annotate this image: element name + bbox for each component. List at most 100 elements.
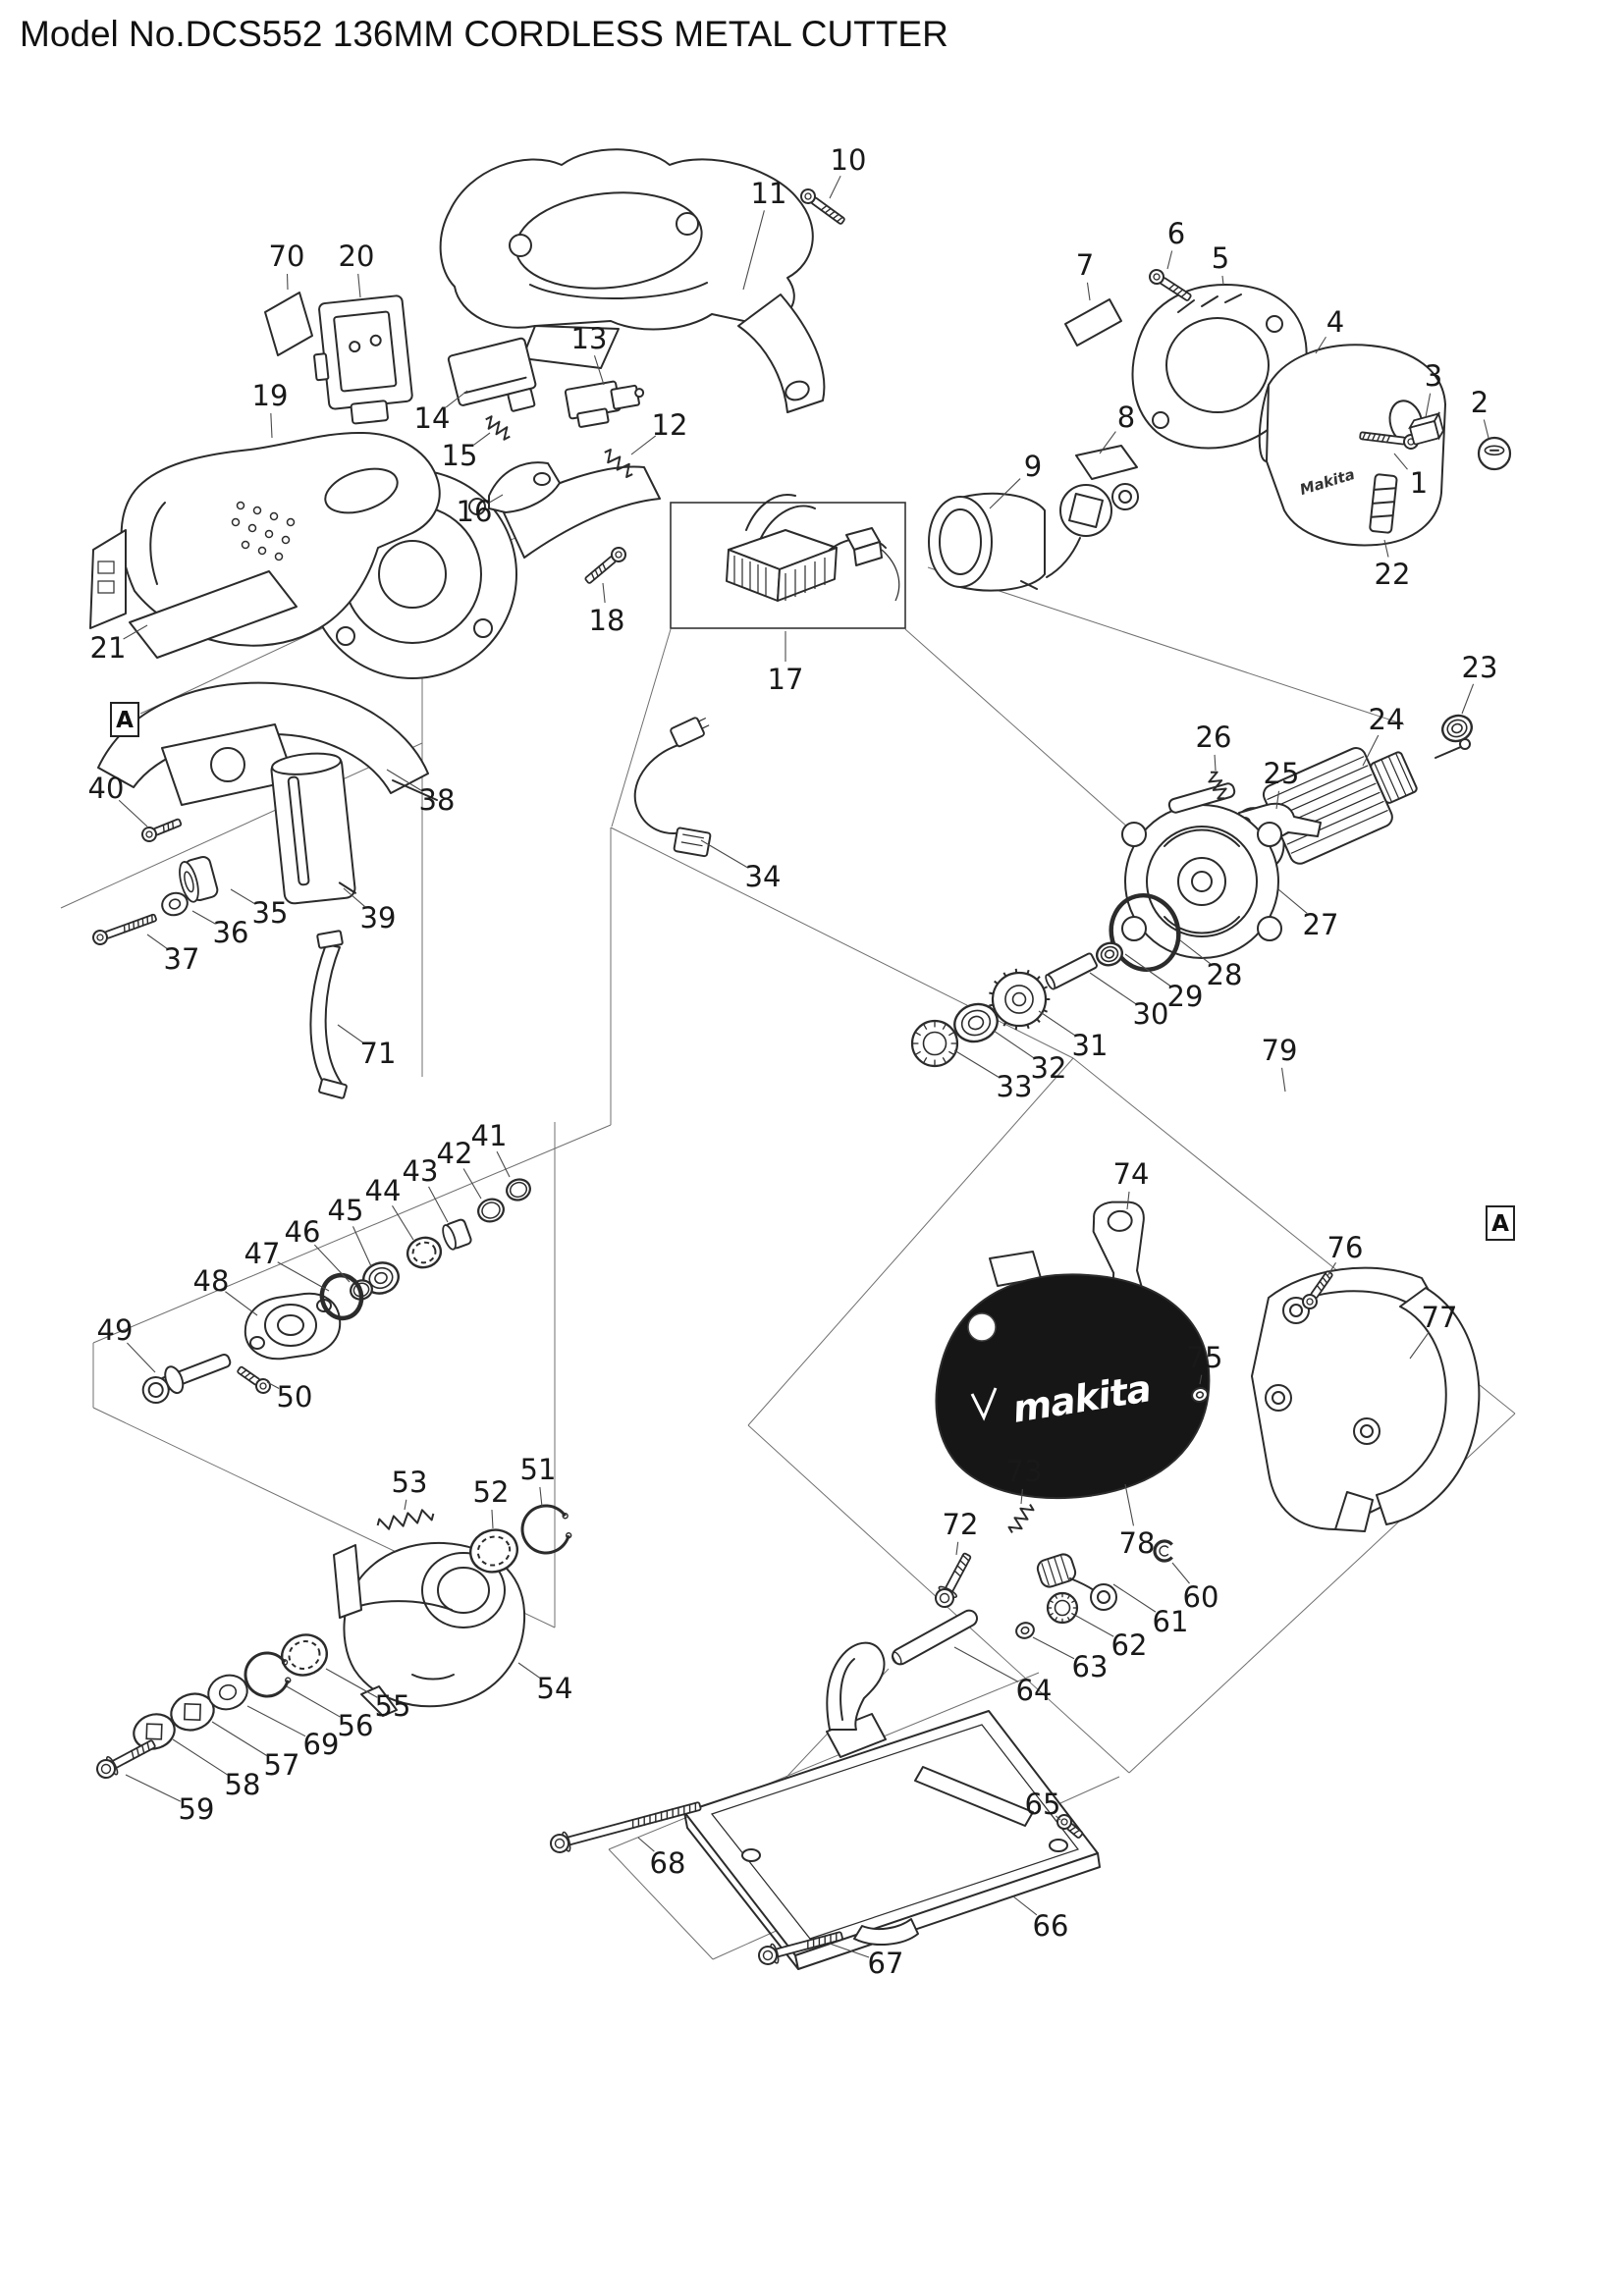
- part-number-53: 53: [392, 1466, 428, 1499]
- leader-line-part-41: [496, 1150, 511, 1178]
- lock-off-lever-16: [488, 461, 561, 513]
- part-number-56: 56: [338, 1709, 374, 1742]
- leader-line-part-22: [1383, 539, 1389, 558]
- leader-line-part-65: [1056, 1815, 1061, 1821]
- part-glyph: [244, 1651, 292, 1698]
- part-number-70: 70: [269, 240, 305, 273]
- lead-wire-34: [633, 717, 712, 858]
- leader-line-part-38: [386, 769, 422, 792]
- part-number-41: 41: [471, 1119, 508, 1152]
- strap-71: [309, 930, 348, 1099]
- part-glyph: [758, 1931, 843, 1965]
- part-glyph: [133, 1713, 176, 1750]
- part-glyph: [161, 891, 189, 917]
- part-glyphs-layer: [92, 188, 1512, 1965]
- part-number-35: 35: [252, 896, 289, 930]
- part-number-67: 67: [868, 1947, 904, 1980]
- label-sticker-7: [1064, 298, 1122, 347]
- leader-line-part-14: [445, 390, 468, 408]
- part-number-60: 60: [1183, 1580, 1219, 1614]
- leader-line-part-67: [829, 1943, 870, 1958]
- cover-plate-77: [1251, 1266, 1481, 1532]
- leader-line-part-76: [1326, 1262, 1336, 1277]
- part-number-33: 33: [997, 1070, 1033, 1103]
- part-number-3: 3: [1425, 359, 1442, 393]
- controller-bracket-20: [313, 294, 413, 425]
- leader-line-part-21: [123, 624, 148, 640]
- part-glyph: [800, 188, 845, 225]
- leader-line-part-60: [1171, 1562, 1190, 1584]
- part-number-47: 47: [244, 1237, 281, 1270]
- detail-ref-box-2: A: [1486, 1205, 1515, 1241]
- leader-line-part-75: [1199, 1374, 1203, 1385]
- part-glyph: [1056, 1814, 1084, 1839]
- part-number-38: 38: [419, 783, 456, 817]
- roller-lever-61: [1036, 1553, 1117, 1611]
- part-glyph: [584, 547, 626, 584]
- leader-line-part-68: [637, 1837, 655, 1852]
- leader-line-part-69: [246, 1705, 306, 1737]
- part-number-6: 6: [1167, 217, 1185, 250]
- part-glyph: [1477, 436, 1512, 471]
- leader-line-part-4: [1315, 336, 1326, 354]
- part-number-79: 79: [1262, 1034, 1298, 1067]
- part-number-30: 30: [1133, 997, 1169, 1031]
- connector-block-13: [564, 380, 645, 428]
- part-number-28: 28: [1207, 958, 1243, 991]
- leader-line-part-20: [357, 273, 361, 298]
- part-glyph: [953, 1002, 999, 1043]
- part-number-8: 8: [1117, 400, 1135, 434]
- leader-line-part-72: [955, 1541, 959, 1556]
- leader-line-part-18: [602, 582, 606, 604]
- leader-line-part-1: [1393, 453, 1408, 470]
- leader-line-part-19: [270, 412, 273, 439]
- leader-line-part-63: [1032, 1636, 1075, 1660]
- part-number-27: 27: [1303, 908, 1339, 941]
- base-plate-66: [683, 1641, 1101, 1970]
- leader-line-part-43: [428, 1186, 449, 1223]
- part-glyph: [1441, 714, 1473, 743]
- part-number-51: 51: [520, 1453, 557, 1486]
- part-number-37: 37: [164, 942, 200, 976]
- part-number-labels-layer: 1234567891011121314151617181920212223242…: [88, 143, 1498, 1980]
- controller-inset-box: [670, 494, 906, 629]
- leader-line-part-45: [352, 1226, 372, 1267]
- motor-ring-9: [928, 492, 1046, 592]
- leader-line-part-54: [517, 1662, 541, 1680]
- part-number-76: 76: [1327, 1231, 1364, 1264]
- leader-line-part-71: [337, 1024, 364, 1044]
- lower-guard-drawing: [97, 681, 438, 806]
- part-number-72: 72: [943, 1508, 979, 1541]
- part-number-13: 13: [571, 322, 608, 355]
- part-glyph: [550, 1801, 702, 1853]
- part-number-31: 31: [1072, 1029, 1109, 1062]
- leader-line-part-55: [325, 1668, 378, 1698]
- leader-line-part-26: [1214, 754, 1217, 772]
- motor-cover-drawing-4: Makita: [1258, 344, 1446, 547]
- part-glyph: [469, 1528, 518, 1574]
- part-number-21: 21: [90, 631, 127, 665]
- part-glyph: [1007, 1504, 1035, 1533]
- part-number-68: 68: [650, 1846, 686, 1880]
- leader-line-part-74: [1126, 1191, 1130, 1210]
- leader-line-part-33: [953, 1049, 1000, 1079]
- leader-line-part-29: [1124, 953, 1171, 988]
- part-number-62: 62: [1111, 1629, 1148, 1662]
- part-number-29: 29: [1167, 980, 1204, 1013]
- leader-line-part-66: [1012, 1896, 1038, 1916]
- part-number-77: 77: [1422, 1301, 1458, 1334]
- part-number-43: 43: [403, 1154, 439, 1188]
- part-glyph: [92, 913, 157, 945]
- leader-line-part-50: [266, 1381, 280, 1389]
- bearing-box-48: [244, 1292, 342, 1361]
- part-glyph: [1109, 892, 1181, 973]
- part-glyph: [935, 1552, 972, 1608]
- leader-line-part-27: [1277, 888, 1308, 914]
- part-glyph: [506, 1178, 531, 1201]
- part-number-46: 46: [285, 1215, 321, 1249]
- part-glyph: [604, 449, 633, 478]
- part-glyph: [1095, 941, 1124, 967]
- part-glyph: [376, 1509, 435, 1530]
- part-number-42: 42: [437, 1137, 473, 1170]
- leader-line-part-8: [1099, 431, 1116, 454]
